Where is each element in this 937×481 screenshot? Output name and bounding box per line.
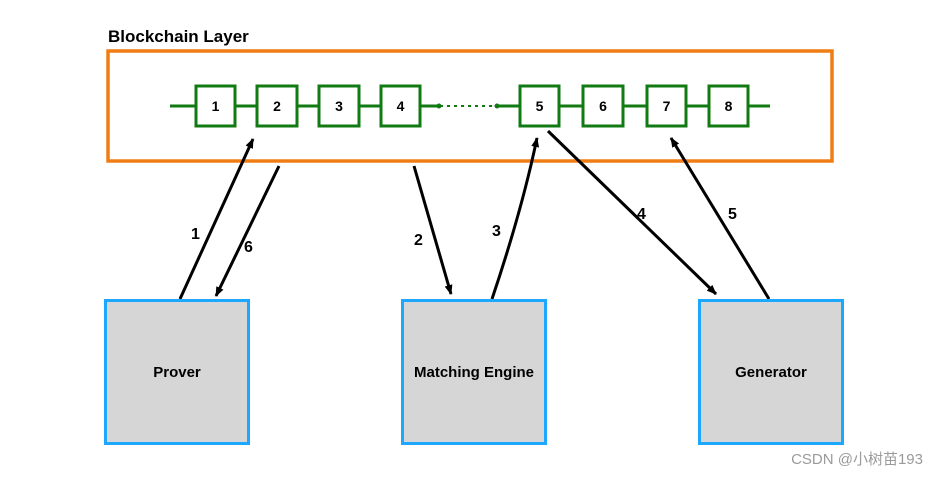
flow-label-3: 3 — [492, 223, 501, 240]
flow-arrow-2 — [412, 165, 453, 295]
prover-box: Prover — [104, 299, 250, 445]
block-2 — [255, 84, 299, 128]
flow-label-1: 1 — [191, 226, 200, 243]
flow-label-4: 4 — [637, 206, 646, 223]
block-1 — [194, 84, 237, 128]
blockchain-layer-title: Blockchain Layer — [108, 27, 249, 46]
prover-label: Prover — [153, 363, 201, 381]
block-6 — [581, 84, 625, 128]
block-1-label: 1 — [212, 98, 220, 114]
watermark: CSDN @小树苗193 — [791, 451, 923, 468]
block-4 — [379, 84, 422, 128]
block-3 — [317, 84, 361, 128]
block-5 — [518, 84, 561, 128]
flow-labels: 1 6 2 3 4 5 — [191, 206, 737, 256]
block-8-label: 8 — [725, 98, 733, 114]
flow-arrow-6 — [214, 165, 281, 297]
generator-label: Generator — [735, 363, 807, 381]
flow-arrows — [178, 129, 771, 300]
blocks: 1 2 3 4 5 6 7 8 — [194, 84, 750, 128]
block-6-label: 6 — [599, 98, 607, 114]
block-5-label: 5 — [536, 98, 544, 114]
block-8 — [707, 84, 750, 128]
flow-arrow-1 — [178, 138, 255, 300]
block-3-label: 3 — [335, 98, 343, 114]
block-4-label: 4 — [397, 98, 405, 114]
flow-arrow-3 — [490, 137, 540, 300]
generator-box: Generator — [698, 299, 844, 445]
flow-arrow-5 — [669, 137, 771, 300]
matching-engine-label: Matching Engine — [414, 363, 534, 381]
chain-ellipsis-dot-left — [436, 103, 442, 109]
block-7 — [645, 84, 688, 128]
blockchain-layer-box — [106, 49, 834, 163]
flow-label-5: 5 — [728, 206, 737, 223]
flow-label-6: 6 — [244, 239, 253, 256]
block-2-label: 2 — [273, 98, 281, 114]
chain-ellipsis-dot-right — [494, 103, 500, 109]
matching-engine-box: Matching Engine — [401, 299, 547, 445]
flow-label-2: 2 — [414, 232, 423, 249]
flow-arrow-4 — [546, 129, 718, 296]
block-7-label: 7 — [663, 98, 671, 114]
